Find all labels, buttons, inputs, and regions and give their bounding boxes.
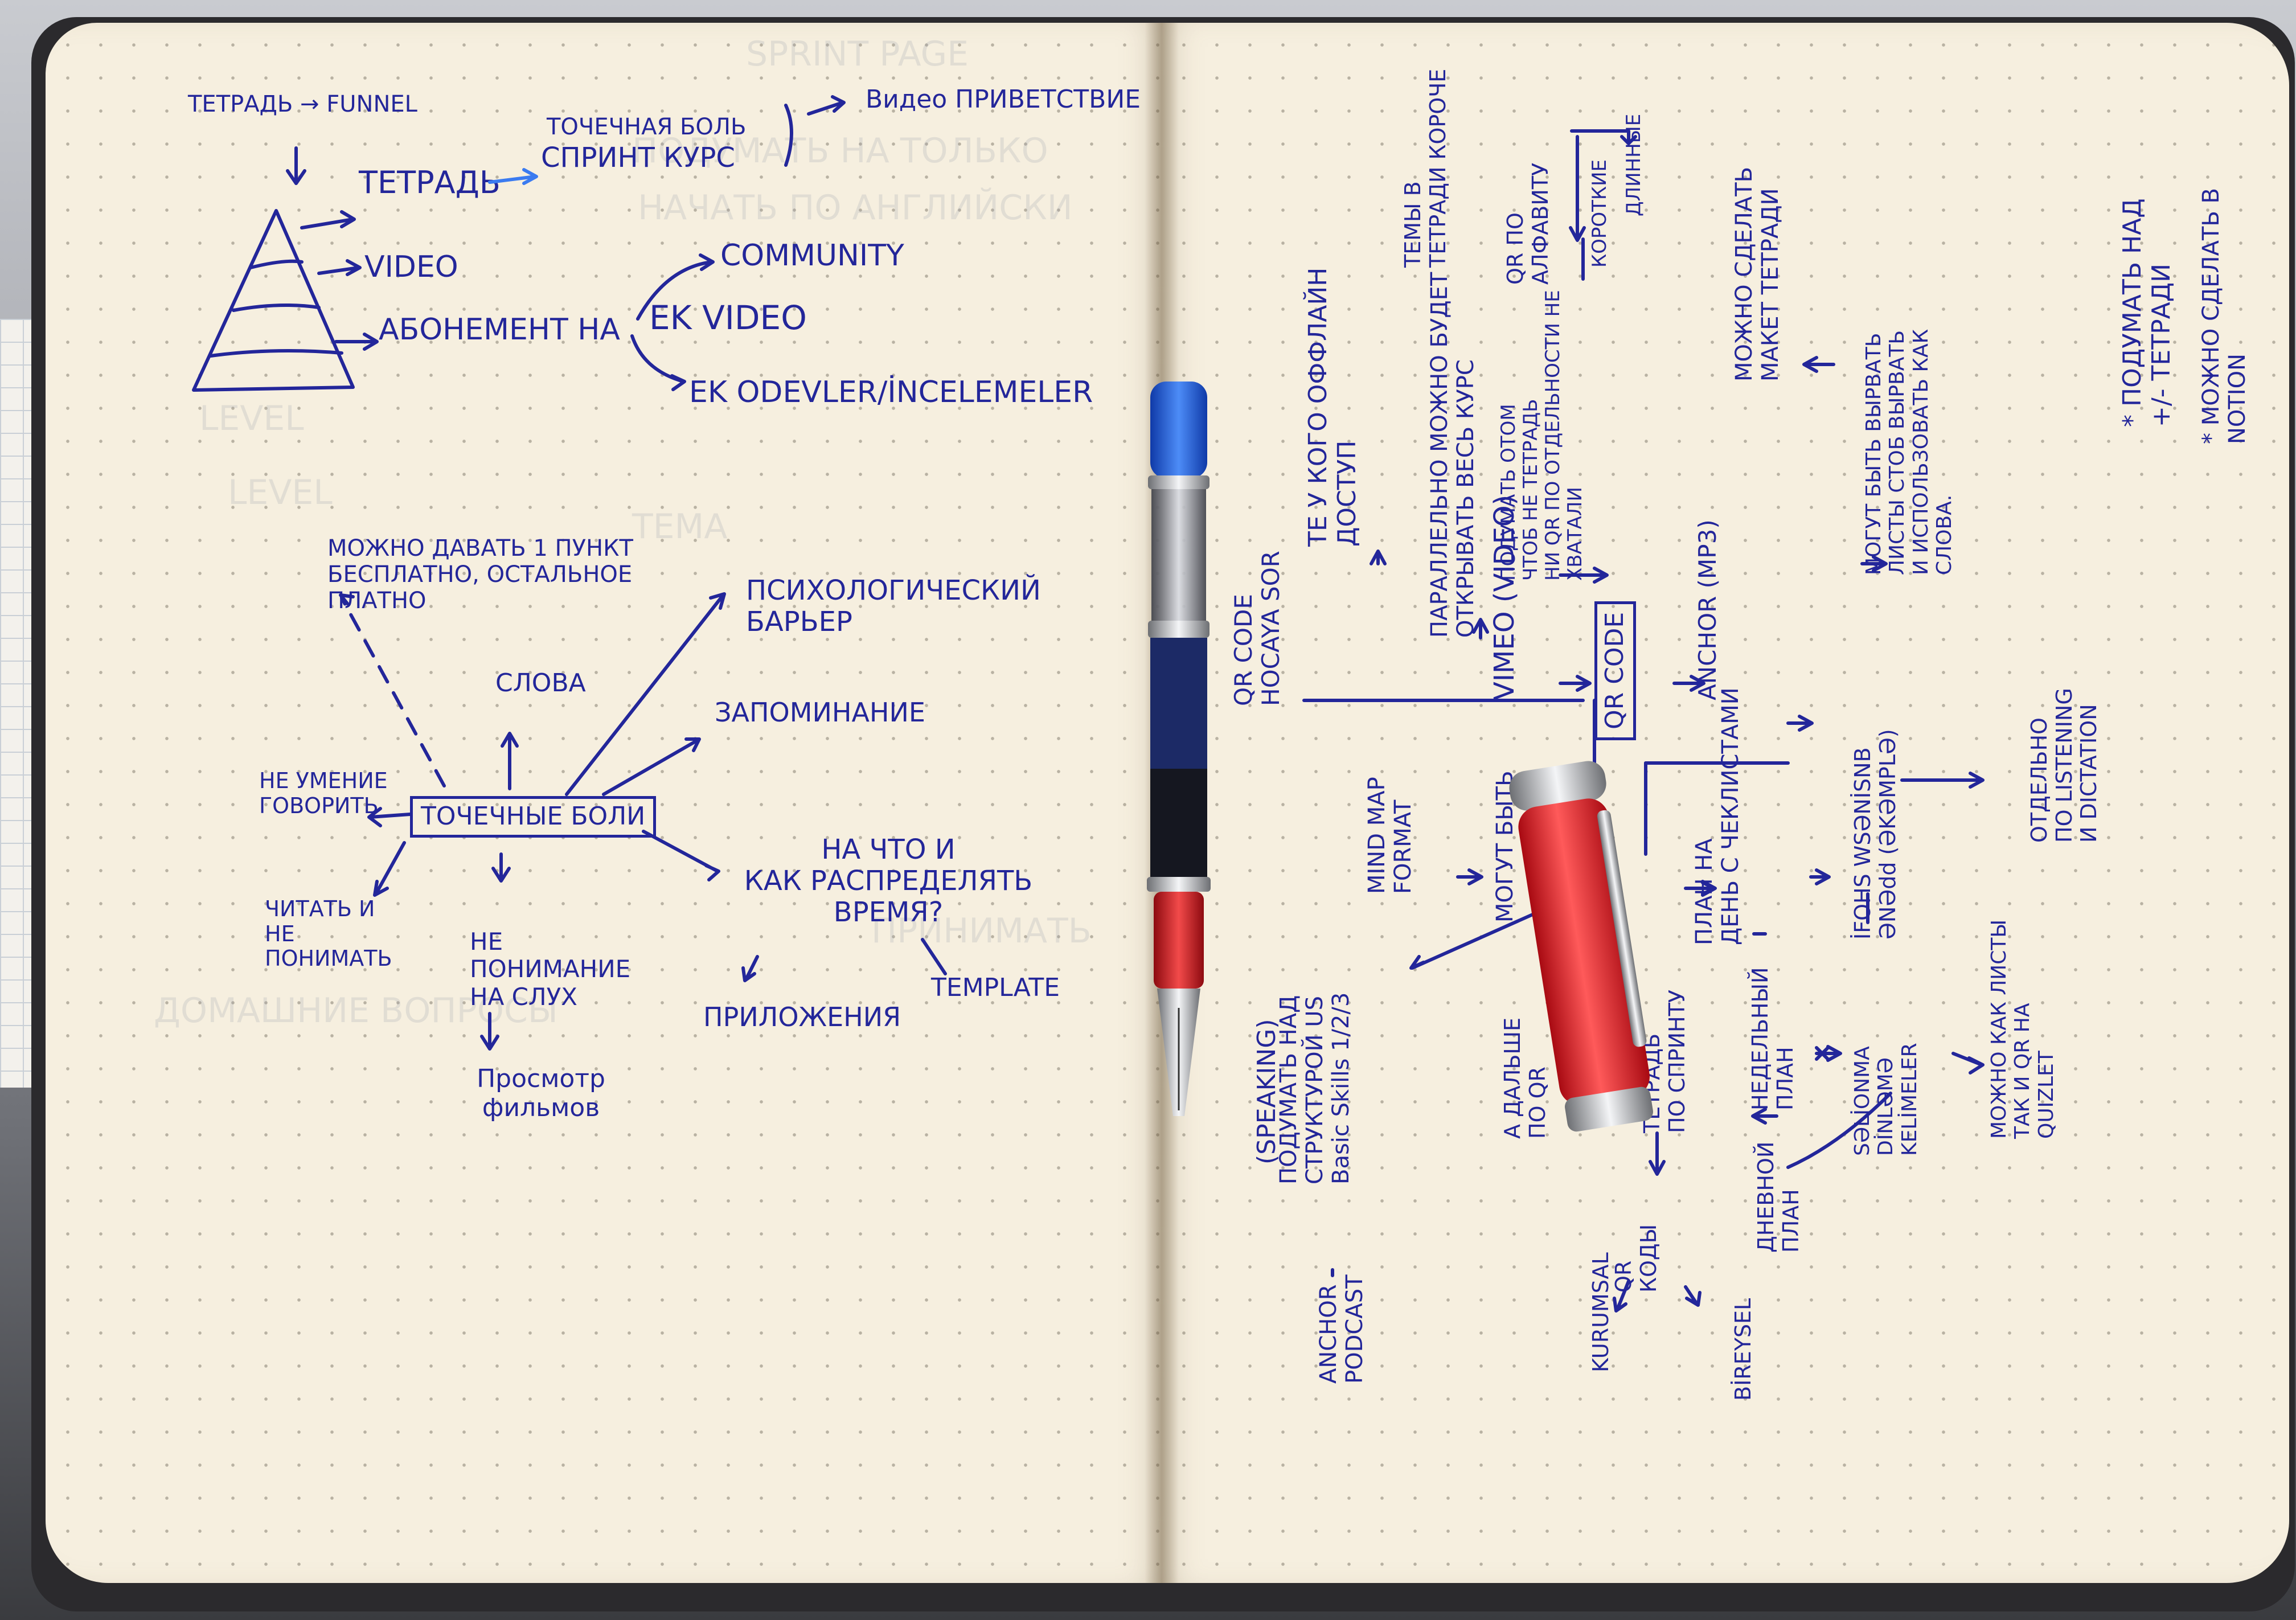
funnel-title: ТЕТРАДЬ → FUNNEL (188, 91, 417, 117)
bleed-text: LEVEL (199, 399, 304, 438)
community-label: COMMUNITY (720, 239, 904, 273)
watching-films-note: Просмотр фильмов (477, 1064, 605, 1122)
ek-video-label: EK VIDEO (649, 298, 807, 337)
cant-speak-note: НЕ УМЕНИЕ ГОВОРИТЬ (259, 768, 388, 818)
ek-odevler-label: EK ODEVLER/İNCELEMELER (689, 375, 1093, 409)
pain-point-label: ТОЧЕЧНАЯ БОЛЬ (547, 114, 747, 140)
time-split-note: НА ЧТО И КАК РАСПРЕДЕЛЯТЬ ВРЕМЯ? (744, 834, 1033, 929)
pain-points-box: ТОЧЕЧНЫЕ БОЛИ (410, 796, 657, 838)
psych-barrier-note: ПСИХОЛОГИЧЕСКИЙ БАРЬЕР (746, 575, 1041, 638)
subscription-label: АБОНЕМЕНТ НА (379, 313, 620, 347)
video-welcome-label: Видео ПРИВЕТСТВИЕ (866, 85, 1141, 114)
template-note: TEMPLATE (931, 973, 1060, 1002)
bleed-text: ПОДУМАТЬ НА ТОЛЬКО (632, 131, 1048, 171)
read-not-understand-note: ЧИТАТЬ И НЕ ПОНИМАТЬ (265, 896, 392, 971)
sprint-course-label: СПРИНТ КУРС (541, 142, 735, 174)
video-label: VIDEO (364, 250, 458, 284)
right-page (1162, 23, 2289, 1583)
left-page (46, 23, 1162, 1583)
bleed-text: ПРИНИМАТЬ (871, 911, 1092, 951)
bleed-text: LEVEL (228, 473, 333, 512)
bleed-text: НАЧАТЬ ПО АНГЛИЙСКИ (638, 188, 1073, 228)
not-understanding-listening-note: НЕ ПОНИМАНИЕ НА СЛУХ (470, 928, 631, 1011)
bleed-text: SPRINT PAGE (746, 34, 969, 74)
notebook-label: ТЕТРАДЬ (359, 165, 501, 200)
fountain-pen (1147, 382, 1211, 1116)
apps-note: ПРИЛОЖЕНИЯ (703, 1002, 901, 1032)
words-note: СЛОВА (495, 668, 586, 698)
memorization-note: ЗАПОМИНАНИЕ (715, 697, 925, 728)
pen-cap (1509, 761, 1653, 1132)
free-point-note: МОЖНО ДАВАТЬ 1 ПУНКТ БЕСПЛАТНО, ОСТАЛЬНО… (327, 535, 633, 614)
funnel-pyramid-drawing (192, 209, 355, 392)
bleed-text: ТЕМА (632, 507, 728, 547)
